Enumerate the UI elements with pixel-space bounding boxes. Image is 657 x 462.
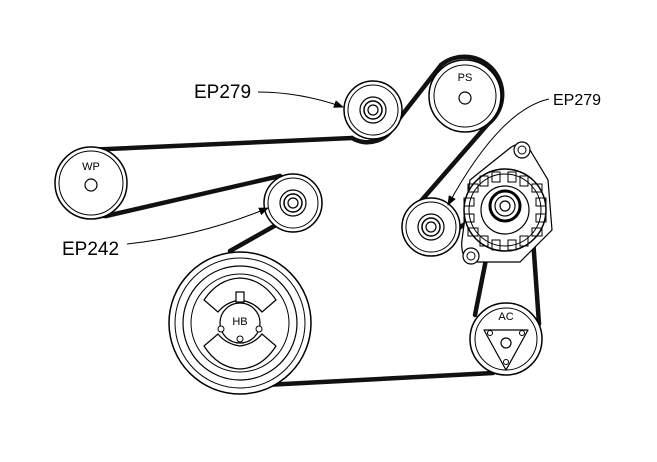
harmonic-balancer-pulley: HB xyxy=(168,251,312,395)
callout-label-idler-top: EP279 xyxy=(194,82,251,103)
idler-pulley-top xyxy=(343,80,403,140)
ac-label: AC xyxy=(498,311,513,323)
callout-idler-left: EP242 xyxy=(62,207,269,260)
callout-idler-right: EP279 xyxy=(447,92,601,206)
ac-compressor-pulley: AC xyxy=(469,302,543,376)
hb-label: HB xyxy=(232,316,247,328)
wp-label: WP xyxy=(82,161,100,173)
power-steering-pulley: PS xyxy=(428,59,502,133)
callout-label-idler-left: EP242 xyxy=(62,239,119,260)
water-pump-pulley: WP xyxy=(54,146,128,220)
idler-pulley-right xyxy=(401,197,461,257)
idler-pulley-left xyxy=(263,173,323,233)
callout-idler-top: EP279 xyxy=(194,82,344,108)
callout-label-idler-right: EP279 xyxy=(553,92,601,109)
ps-label: PS xyxy=(458,72,473,84)
alternator xyxy=(461,141,553,265)
